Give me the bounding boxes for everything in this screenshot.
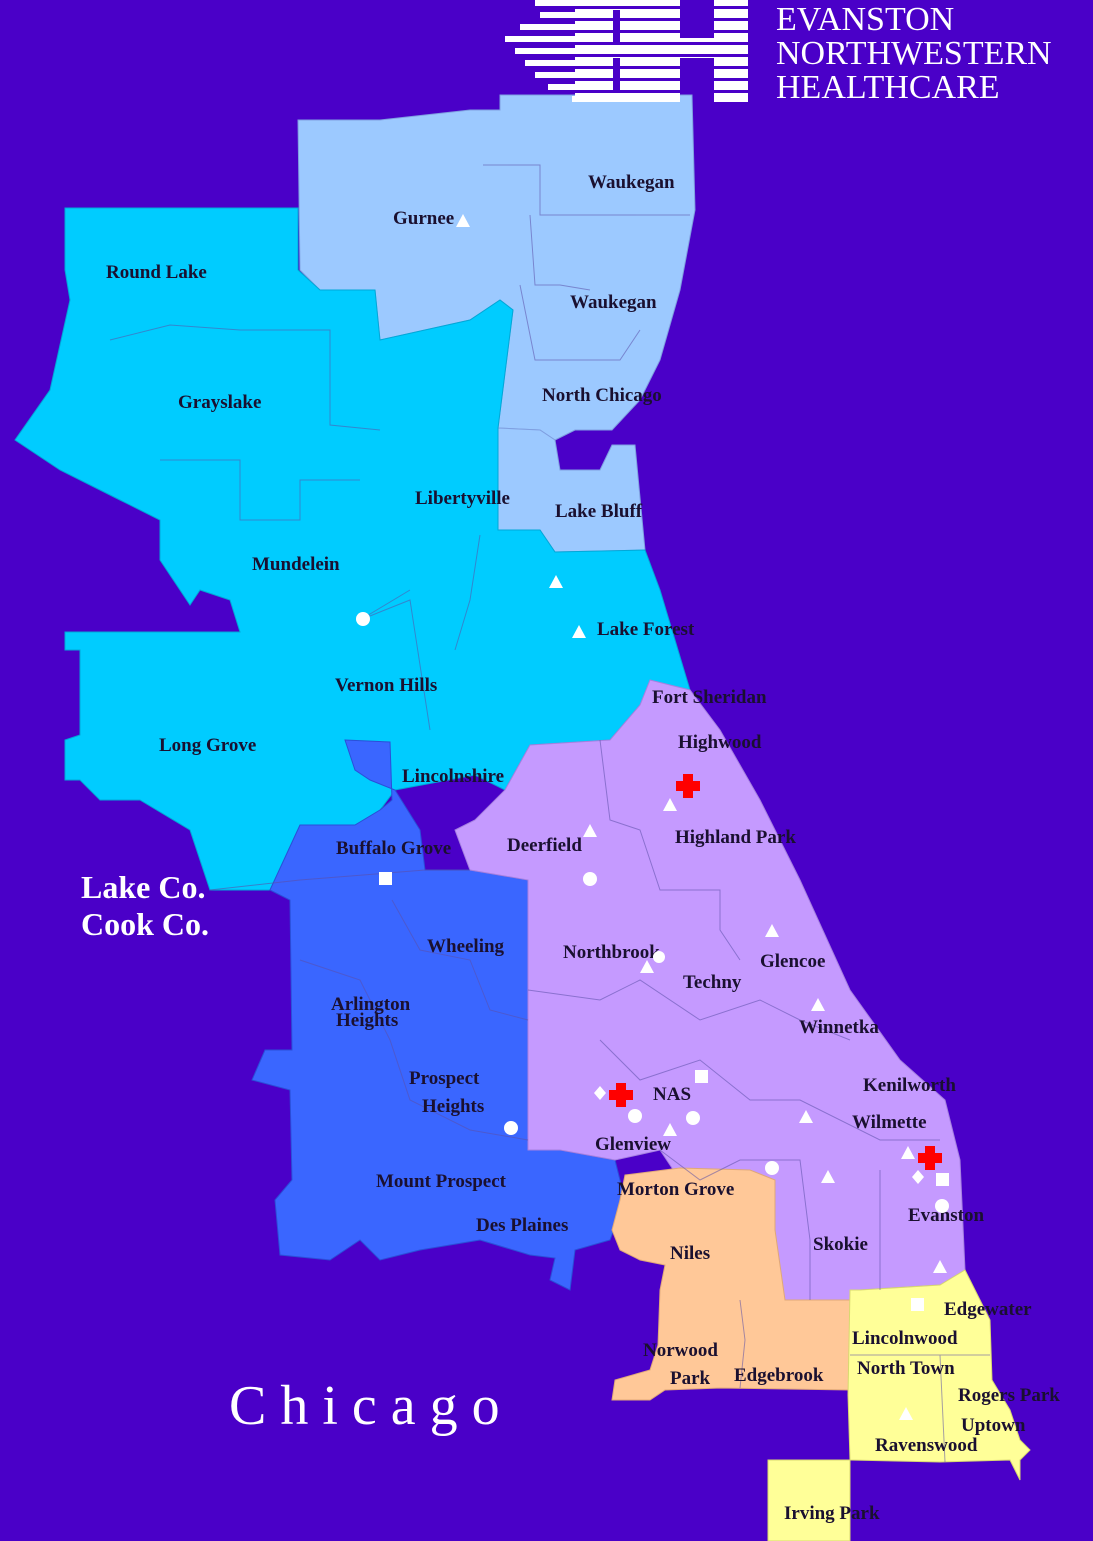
- circle-icon: [686, 1111, 700, 1125]
- circle-icon: [765, 1161, 779, 1175]
- place-label: Wheeling: [427, 936, 505, 957]
- place-label: Gurnee: [393, 208, 454, 229]
- red-cross-icon: [609, 1083, 633, 1107]
- site-markers: [356, 214, 949, 1420]
- place-label: Round Lake: [106, 262, 207, 283]
- triangle-icon: [583, 824, 597, 837]
- place-label: Glenview: [595, 1134, 671, 1155]
- place-label: Norwood: [643, 1340, 718, 1361]
- place-label: Lake Bluff: [555, 501, 643, 522]
- place-label: Uptown: [961, 1415, 1026, 1436]
- place-label: Heights: [422, 1096, 484, 1117]
- place-label: Prospect: [409, 1068, 480, 1089]
- place-label: Lincolnshire: [402, 766, 504, 787]
- circle-icon: [356, 612, 370, 626]
- triangle-icon: [549, 575, 563, 588]
- triangle-icon: [899, 1407, 913, 1420]
- place-label: Edgebrook: [734, 1365, 824, 1386]
- triangle-icon: [821, 1170, 835, 1183]
- place-label: Northbrook: [563, 942, 660, 963]
- place-label: Evanston: [908, 1205, 984, 1226]
- place-label: Wilmette: [852, 1112, 927, 1133]
- place-label: Libertyville: [415, 488, 510, 509]
- place-label: Waukegan: [588, 172, 675, 193]
- circle-icon: [583, 872, 597, 886]
- place-label: North Chicago: [542, 385, 662, 406]
- triangle-icon: [799, 1110, 813, 1123]
- circle-icon: [628, 1109, 642, 1123]
- place-label: NAS: [653, 1084, 691, 1105]
- enh-logo: EVANSTON NORTHWESTERN HEALTHCARE: [505, 0, 1052, 106]
- circle-icon: [653, 951, 665, 963]
- triangle-icon: [663, 798, 677, 811]
- triangle-icon: [765, 924, 779, 937]
- triangle-icon: [933, 1260, 947, 1273]
- triangle-icon: [572, 625, 586, 638]
- place-label: Irving Park: [784, 1503, 880, 1524]
- region-niles: [611, 1167, 851, 1401]
- place-label: Lincolnwood: [852, 1328, 958, 1349]
- place-label: Park: [670, 1368, 711, 1389]
- diamond-icon: [594, 1086, 606, 1100]
- region-irving-park: [767, 1459, 851, 1541]
- municipal-boundaries: [109, 164, 990, 1463]
- place-label: Ravenswood: [875, 1435, 978, 1456]
- place-label: Winnetka: [799, 1017, 879, 1038]
- place-label: Niles: [670, 1243, 710, 1264]
- hospital-markers: [609, 774, 942, 1170]
- region-north-chicago-city: [847, 1269, 1031, 1481]
- square-icon: [695, 1070, 708, 1083]
- triangle-icon: [811, 998, 825, 1011]
- place-label: Rogers Park: [958, 1385, 1060, 1406]
- place-labels: Waukegan Gurnee Round Lake Waukegan Gray…: [106, 172, 1060, 1524]
- place-label: North Town: [857, 1358, 955, 1379]
- place-label: Vernon Hills: [335, 675, 437, 696]
- logo-line-mask: [575, 6, 750, 93]
- square-icon: [379, 872, 392, 885]
- place-label: Waukegan: [570, 292, 657, 313]
- place-label: Kenilworth: [863, 1075, 956, 1096]
- place-label: Morton Grove: [617, 1179, 734, 1200]
- circle-icon: [935, 1199, 949, 1213]
- place-label: Highwood: [678, 732, 762, 753]
- county-line: [209, 869, 470, 891]
- place-label: Fort Sheridan: [652, 687, 767, 708]
- brand-name-line-2: NORTHWESTERN: [776, 35, 1052, 72]
- place-label: Techny: [683, 972, 742, 993]
- place-label: Highland Park: [675, 827, 796, 848]
- red-cross-icon: [676, 774, 700, 798]
- triangle-icon: [901, 1146, 915, 1159]
- place-label: Edgewater: [944, 1299, 1032, 1320]
- diamond-icon: [912, 1170, 924, 1184]
- circle-icon: [504, 1121, 518, 1135]
- place-label: Deerfield: [507, 835, 582, 856]
- triangle-icon: [663, 1123, 677, 1136]
- place-label: Lake Forest: [597, 619, 695, 640]
- place-label: Long Grove: [159, 735, 256, 756]
- square-icon: [936, 1173, 949, 1186]
- chicago-label: Chicago: [229, 1375, 514, 1437]
- place-label: Mundelein: [252, 554, 340, 575]
- place-label: Heights: [336, 1010, 398, 1031]
- square-icon: [911, 1298, 924, 1311]
- place-label: Des Plaines: [476, 1215, 568, 1236]
- brand-name-line-1: EVANSTON: [776, 1, 954, 38]
- red-cross-icon: [918, 1146, 942, 1170]
- brand-name-line-3: HEALTHCARE: [776, 69, 1000, 106]
- cook-county-label: Cook Co.: [81, 906, 209, 942]
- place-label: Mount Prospect: [376, 1171, 507, 1192]
- place-label: Glencoe: [760, 951, 825, 972]
- place-label: Grayslake: [178, 392, 261, 413]
- place-label: Skokie: [813, 1234, 868, 1255]
- triangle-icon: [640, 960, 654, 973]
- triangle-icon: [456, 214, 470, 227]
- logo-letters: [575, 0, 748, 102]
- place-label: Arlington: [331, 994, 411, 1015]
- lake-county-label: Lake Co.: [81, 869, 205, 905]
- place-label: Buffalo Grove: [336, 838, 451, 859]
